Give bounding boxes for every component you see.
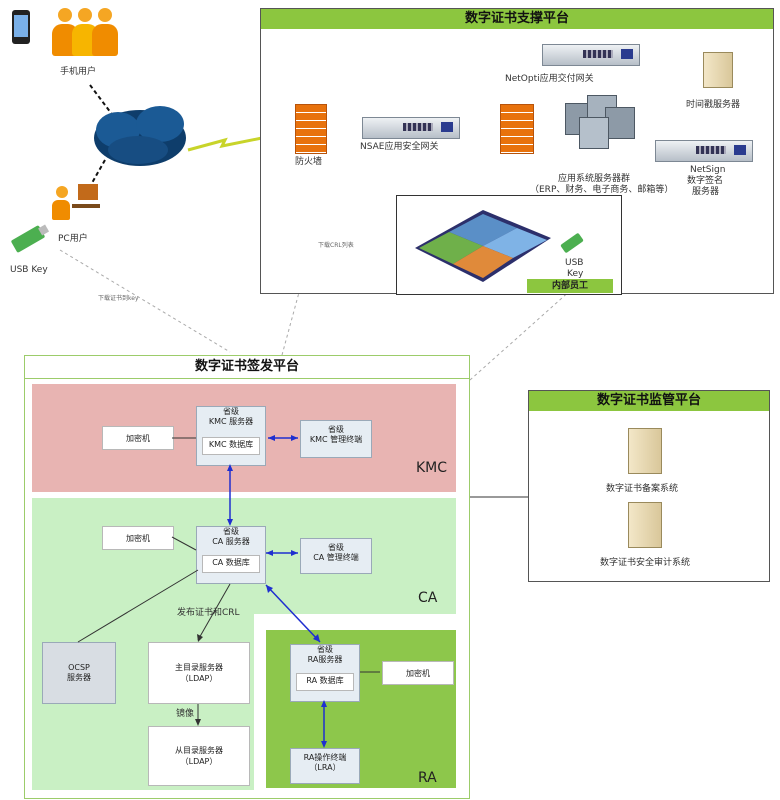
publish-cert-crl-label: 发布证书和CRL (177, 608, 240, 618)
usb-key-internal-label-1: USB (565, 258, 584, 268)
download-cert-note: 下载证书到key (98, 295, 139, 302)
firewall-icon (295, 104, 327, 154)
pc-user-label: PC用户 (58, 234, 88, 244)
kmc-database: KMC 数据库 (202, 437, 260, 455)
ca-terminal: 省级 CA 管理终端 (300, 538, 372, 574)
ldap-main-label-2: （LDAP） (180, 674, 218, 683)
filing-server-icon (628, 428, 662, 474)
ca-terminal-label-2: CA 管理终端 (313, 553, 359, 562)
ra-zone-label: RA (418, 770, 437, 786)
ocsp-server-label-2: 服务器 (67, 673, 91, 682)
kmc-server: 省级 KMC 服务器 KMC 数据库 (196, 406, 266, 466)
timestamp-server-label: 时间戳服务器 (686, 100, 741, 110)
app-cluster-label-1: 应用系统服务器群 (558, 174, 631, 184)
supervision-platform: 数字证书监管平台 (528, 390, 770, 582)
ca-zone-label: CA (418, 590, 438, 606)
kmc-terminal: 省级 KMC 管理终端 (300, 420, 372, 458)
ldap-slave-server: 从目录服务器 （LDAP） (148, 726, 250, 786)
netopti-gateway-label: NetOpti应用交付网关 (505, 74, 594, 84)
ra-server-label-1: 省级 (317, 645, 333, 654)
netsign-label-1: NetSign (690, 165, 726, 175)
audit-system-label: 数字证书安全审计系统 (600, 558, 691, 568)
netsign-server-icon (655, 140, 753, 162)
supervision-platform-title: 数字证书监管平台 (529, 391, 769, 411)
firewall-label: 防火墙 (295, 157, 323, 167)
ca-server-label-1: 省级 (223, 527, 239, 536)
audit-server-icon (628, 502, 662, 548)
kmc-terminal-label-1: 省级 (328, 425, 344, 434)
usb-key-internal-label-2: Key (567, 269, 584, 279)
kmc-server-label-1: 省级 (223, 407, 239, 416)
mobile-to-cloud-link (89, 84, 121, 126)
ra-database: RA 数据库 (296, 673, 354, 691)
nsae-gateway-label: NSAE应用安全网关 (360, 142, 439, 152)
kmc-zone-label: KMC (416, 460, 448, 476)
ldap-main-label-1: 主目录服务器 (175, 663, 223, 672)
pc-user-icon (52, 182, 100, 222)
app-cluster-label-2: （ERP、财务、电子商务、邮箱等） (530, 185, 674, 195)
ca-server-label-2: CA 服务器 (212, 537, 250, 546)
mirror-label: 镜像 (176, 709, 195, 719)
ra-terminal: RA操作终端 （LRA） (290, 748, 360, 784)
ocsp-server-label-1: OCSP (68, 663, 90, 672)
mobile-user-label: 手机用户 (60, 67, 97, 77)
office-floorplan-icon (413, 208, 553, 284)
mobile-phone-icon (12, 10, 30, 44)
ra-terminal-label-1: RA操作终端 (303, 753, 347, 762)
nsae-gateway-icon (362, 117, 460, 139)
ldap-main-server: 主目录服务器 （LDAP） (148, 642, 250, 704)
netsign-label-3: 服务器 (692, 187, 720, 197)
ocsp-server: OCSP 服务器 (42, 642, 116, 704)
timestamp-server-icon (703, 52, 733, 88)
firewall-internal-icon (500, 104, 534, 154)
ra-server: 省级 RA服务器 RA 数据库 (290, 644, 360, 702)
ldap-slave-label-1: 从目录服务器 (175, 746, 223, 755)
ra-encryptor: 加密机 (382, 661, 454, 685)
internal-staff-label: 内部员工 (527, 279, 613, 293)
internal-staff-area: USB Key 内部员工 (396, 195, 622, 295)
usb-key-label: USB Key (10, 265, 48, 275)
issuance-platform-title: 数字证书签发平台 (25, 356, 469, 379)
netopti-gateway-icon (542, 44, 640, 66)
kmc-encryptor: 加密机 (102, 426, 174, 450)
ra-terminal-label-2: （LRA） (309, 763, 341, 772)
ca-terminal-label-1: 省级 (328, 543, 344, 552)
netsign-label-2: 数字签名 (687, 176, 724, 186)
download-crl-note: 下载CRL列表 (318, 242, 354, 249)
kmc-server-label-2: KMC 服务器 (208, 417, 254, 426)
support-platform-title: 数字证书支撑平台 (261, 9, 773, 29)
ca-database: CA 数据库 (202, 555, 260, 573)
ra-server-label-2: RA服务器 (307, 655, 343, 664)
ldap-slave-label-2: （LDAP） (180, 757, 218, 766)
lightning-link (187, 136, 263, 152)
filing-system-label: 数字证书备案系统 (606, 484, 679, 494)
app-server-cluster-icon (565, 95, 635, 150)
kmc-terminal-label-2: KMC 管理终端 (309, 435, 363, 444)
kmc-zone: 加密机 省级 KMC 服务器 KMC 数据库 省级 KMC 管理终端 KMC (32, 384, 456, 492)
ca-server: 省级 CA 服务器 CA 数据库 (196, 526, 266, 584)
users-group-icon (52, 8, 120, 58)
